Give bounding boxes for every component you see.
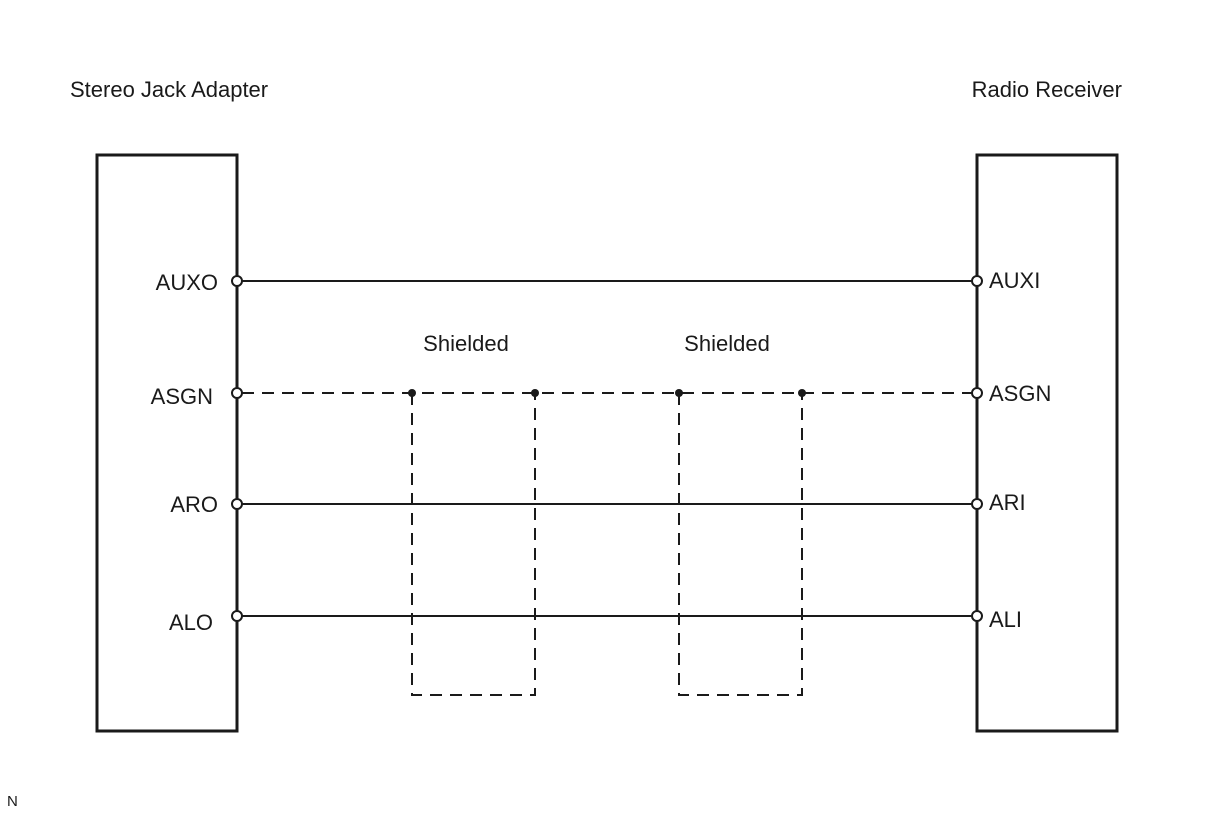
radio-receiver-box: [975, 153, 1119, 733]
shield-1-junction-right: [531, 389, 539, 397]
right-terminal-auxi: [971, 275, 983, 287]
left-pin-label-aro: ARO: [170, 492, 218, 517]
left-terminal-auxo: [231, 275, 243, 287]
left-terminal-alo: [231, 610, 243, 622]
shield-2-junction-left: [675, 389, 683, 397]
right-pin-label-ari: ARI: [989, 490, 1026, 515]
left-pin-label-asgn: ASGN: [151, 384, 213, 409]
left-pin-label-alo: ALO: [169, 610, 213, 635]
left-terminal-aro: [231, 498, 243, 510]
shield-1: Shielded: [408, 331, 539, 696]
footer-mark: N: [7, 793, 18, 810]
right-pin-label-auxi: AUXI: [989, 268, 1040, 293]
shield-1-label: Shielded: [423, 331, 509, 356]
stereo-jack-adapter-box: [95, 153, 239, 733]
left-component-title: Stereo Jack Adapter: [70, 77, 268, 102]
right-terminal-ari: [971, 498, 983, 510]
shield-1-junction-left: [408, 389, 416, 397]
shield-2-junction-right: [798, 389, 806, 397]
right-pin-label-asgn: ASGN: [989, 381, 1051, 406]
left-pin-label-auxo: AUXO: [156, 270, 218, 295]
shield-2-outline: [678, 393, 803, 696]
right-terminal-ali: [971, 610, 983, 622]
shield-1-outline: [411, 393, 536, 696]
right-terminal-asgn: [971, 387, 983, 399]
left-terminal-asgn: [231, 387, 243, 399]
shield-2-label: Shielded: [684, 331, 770, 356]
shield-2: Shielded: [675, 331, 806, 696]
right-component-title: Radio Receiver: [972, 77, 1122, 102]
right-pin-label-ali: ALI: [989, 607, 1022, 632]
